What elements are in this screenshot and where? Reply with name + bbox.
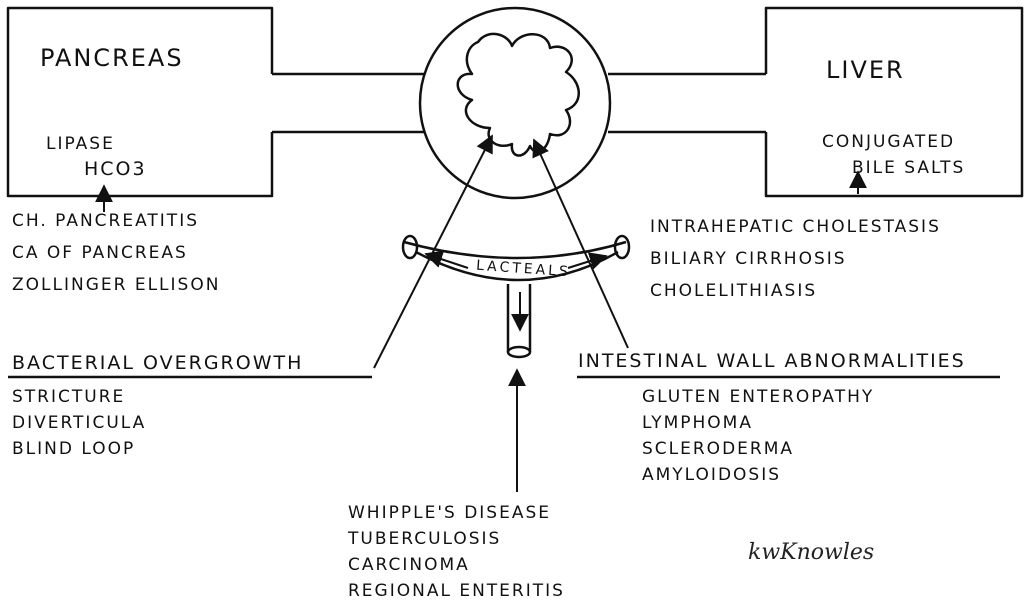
liver-content-bile-salts: BILE SALTS — [852, 160, 965, 177]
pancreas-causes-list: CH. PANCREATITIS CA OF PANCREAS ZOLLINGE… — [12, 208, 220, 298]
pancreas-content-lipase: LIPASE — [46, 136, 115, 153]
pancreatic-duct — [272, 74, 424, 132]
bacterial-heading: BACTERIAL OVERGROWTH — [12, 354, 303, 373]
bacterial-item: BLIND LOOP — [12, 436, 146, 462]
liver-title: LIVER — [826, 58, 905, 82]
intestinal-item: SCLERODERMA — [642, 436, 874, 462]
pancreas-cause: ZOLLINGER ELLISON — [12, 272, 220, 298]
intestinal-list: GLUTEN ENTEROPATHY LYMPHOMA SCLERODERMA … — [642, 384, 874, 488]
intestinal-item: GLUTEN ENTEROPATHY — [642, 384, 874, 410]
liver-cause: CHOLELITHIASIS — [650, 278, 941, 304]
lymphatic-item: WHIPPLE'S DISEASE — [348, 500, 565, 526]
pancreas-cause: CH. PANCREATITIS — [12, 208, 220, 234]
lacteal-left-end — [403, 236, 417, 258]
lacteal-stem-end — [508, 347, 530, 357]
liver-causes-list: INTRAHEPATIC CHOLESTASIS BILIARY CIRRHOS… — [650, 214, 941, 304]
intestine-circle — [420, 8, 610, 198]
liver-cause: INTRAHEPATIC CHOLESTASIS — [650, 214, 941, 240]
bacterial-list: STRICTURE DIVERTICULA BLIND LOOP — [12, 384, 146, 462]
liver-content-conjugated: CONJUGATED — [822, 134, 955, 151]
liver-cause: BILIARY CIRRHOSIS — [650, 246, 941, 272]
bile-duct — [608, 74, 766, 132]
lymphatic-item: CARCINOMA — [348, 552, 565, 578]
lymphatic-item: REGIONAL ENTERITIS — [348, 578, 565, 604]
intestinal-heading: INTESTINAL WALL ABNORMALITIES — [578, 352, 966, 371]
bacterial-item: DIVERTICULA — [12, 410, 146, 436]
pancreas-content-bicarbonate: HCO3 — [84, 160, 147, 179]
intestinal-item: AMYLOIDOSIS — [642, 462, 874, 488]
lacteal-right-end — [615, 236, 629, 258]
bacterial-item: STRICTURE — [12, 384, 146, 410]
bacterial-arrow — [374, 136, 492, 368]
villus-shape — [458, 34, 579, 156]
lymphatic-list: WHIPPLE'S DISEASE TUBERCULOSIS CARCINOMA… — [348, 500, 565, 604]
author-signature: kwKnowles — [748, 540, 874, 565]
lymphatic-item: TUBERCULOSIS — [348, 526, 565, 552]
pancreas-cause: CA OF PANCREAS — [12, 240, 220, 266]
pancreas-title: PANCREAS — [40, 46, 184, 70]
intestinal-item: LYMPHOMA — [642, 410, 874, 436]
